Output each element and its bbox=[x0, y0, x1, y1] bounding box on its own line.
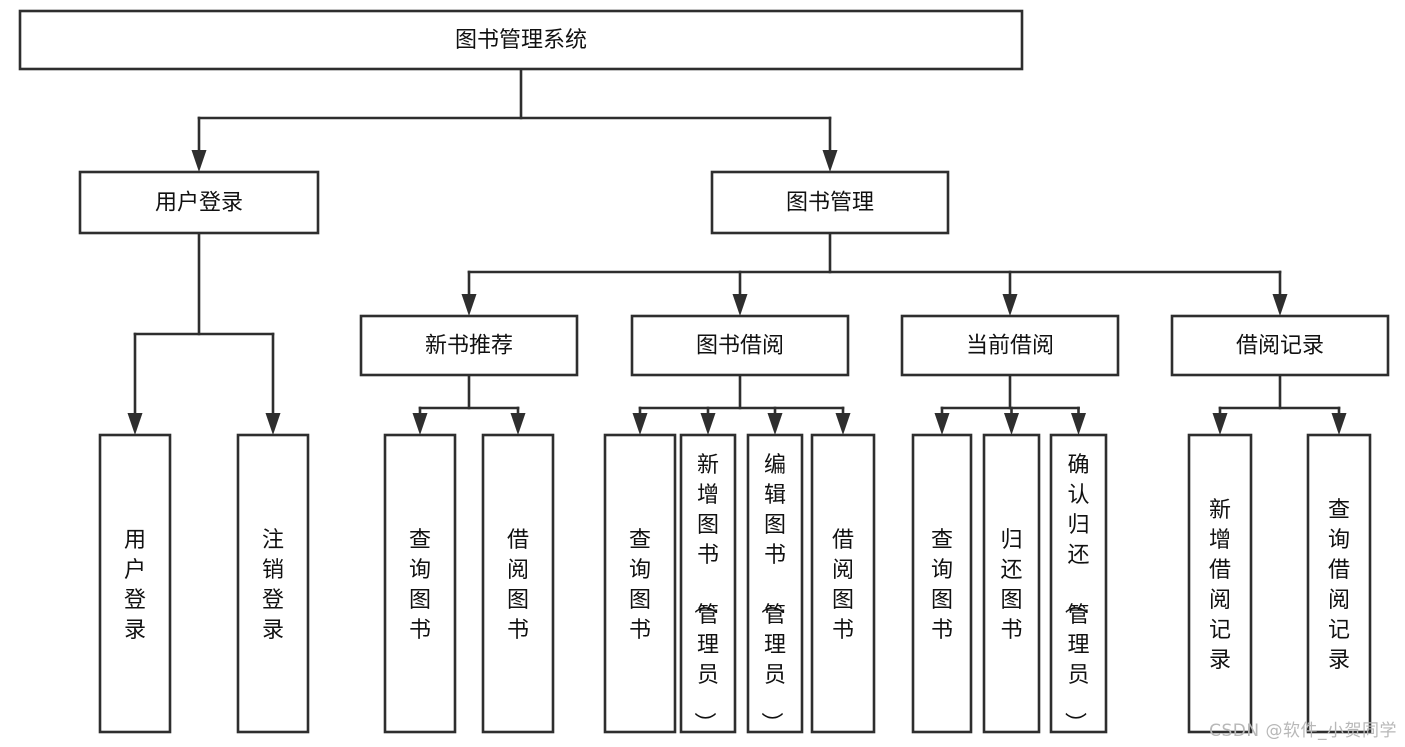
node-box-leaf-rec-add[interactable] bbox=[1187, 433, 1253, 734]
node-newbook[interactable]: 新书推荐 bbox=[359, 314, 579, 377]
node-leaf-new-query[interactable]: 查询图书 bbox=[383, 433, 457, 734]
node-box-login[interactable] bbox=[78, 170, 320, 235]
node-box-leaf-cur-query[interactable] bbox=[911, 433, 973, 734]
node-label-newbook: 新书推荐 bbox=[425, 334, 513, 359]
node-label-root: 图书管理系统 bbox=[455, 28, 587, 53]
connector-layer bbox=[127, 67, 1347, 435]
node-box-leaf-borrow-edit[interactable] bbox=[746, 433, 804, 734]
node-box-leaf-borrow-query[interactable] bbox=[603, 433, 677, 734]
node-login[interactable]: 用户登录 bbox=[78, 170, 320, 235]
node-leaf-user-login[interactable]: 用户登录 bbox=[98, 433, 172, 734]
node-leaf-new-borrow[interactable]: 借阅图书 bbox=[481, 433, 555, 734]
node-leaf-cur-return[interactable]: 归还图书 bbox=[982, 433, 1041, 734]
watermark-text: CSDN @软件_小贺同学 bbox=[1209, 721, 1397, 741]
node-leaf-rec-add[interactable]: 新增借阅记录 bbox=[1187, 433, 1253, 734]
node-leaf-cur-query[interactable]: 查询图书 bbox=[911, 433, 973, 734]
node-box-current[interactable] bbox=[900, 314, 1120, 377]
node-box-leaf-cur-return[interactable] bbox=[982, 433, 1041, 734]
node-label-leaf-user-login: 用户登录 bbox=[124, 528, 146, 643]
node-box-leaf-user-login[interactable] bbox=[98, 433, 172, 734]
node-label-leaf-new-query: 查询图书 bbox=[409, 528, 431, 643]
node-root[interactable]: 图书管理系统 bbox=[18, 9, 1024, 71]
node-box-leaf-borrow-lend[interactable] bbox=[810, 433, 876, 734]
node-leaf-borrow-edit[interactable]: 编辑图书（管理员） bbox=[746, 433, 804, 734]
node-box-leaf-new-query[interactable] bbox=[383, 433, 457, 734]
node-leaf-borrow-query[interactable]: 查询图书 bbox=[603, 433, 677, 734]
node-box-leaf-new-borrow[interactable] bbox=[481, 433, 555, 734]
node-current[interactable]: 当前借阅 bbox=[900, 314, 1120, 377]
node-leaf-borrow-add[interactable]: 新增图书（管理员） bbox=[679, 433, 737, 734]
connector-group-current bbox=[934, 373, 1086, 435]
node-box-newbook[interactable] bbox=[359, 314, 579, 377]
node-box-borrow[interactable] bbox=[630, 314, 850, 377]
connector-group-records bbox=[1212, 373, 1347, 435]
node-label-leaf-new-borrow: 借阅图书 bbox=[507, 528, 529, 643]
node-label-current: 当前借阅 bbox=[966, 334, 1054, 359]
connector-group-newbook bbox=[412, 373, 526, 435]
node-label-login: 用户登录 bbox=[155, 191, 243, 216]
node-leaf-rec-query[interactable]: 查询借阅记录 bbox=[1306, 433, 1372, 734]
node-box-root[interactable] bbox=[18, 9, 1024, 71]
node-leaf-cur-confirm[interactable]: 确认归还（管理员） bbox=[1049, 433, 1108, 734]
node-box-leaf-rec-query[interactable] bbox=[1306, 433, 1372, 734]
node-label-leaf-borrow-edit: 编辑图书（管理员） bbox=[758, 453, 786, 734]
node-box-bookmgmt[interactable] bbox=[710, 170, 950, 235]
node-label-leaf-cur-return: 归还图书 bbox=[1000, 528, 1022, 643]
node-leaf-borrow-lend[interactable]: 借阅图书 bbox=[810, 433, 876, 734]
node-box-leaf-user-logout[interactable] bbox=[236, 433, 310, 734]
node-label-leaf-cur-query: 查询图书 bbox=[931, 528, 953, 643]
node-label-leaf-borrow-lend: 借阅图书 bbox=[832, 528, 854, 643]
node-box-records[interactable] bbox=[1170, 314, 1390, 377]
node-box-leaf-borrow-add[interactable] bbox=[679, 433, 737, 734]
connector-group-login bbox=[127, 231, 281, 435]
node-label-leaf-borrow-add: 新增图书（管理员） bbox=[691, 453, 719, 734]
node-label-leaf-rec-add: 新增借阅记录 bbox=[1209, 498, 1231, 673]
node-records[interactable]: 借阅记录 bbox=[1170, 314, 1390, 377]
node-label-bookmgmt: 图书管理 bbox=[786, 191, 874, 216]
node-label-borrow: 图书借阅 bbox=[696, 334, 784, 359]
node-label-leaf-cur-confirm: 确认归还（管理员） bbox=[1061, 453, 1089, 734]
connector-group-root bbox=[191, 67, 838, 172]
node-box-leaf-cur-confirm[interactable] bbox=[1049, 433, 1108, 734]
node-layer: 图书管理系统用户登录图书管理新书推荐图书借阅当前借阅借阅记录用户登录注销登录查询… bbox=[18, 9, 1390, 734]
node-label-records: 借阅记录 bbox=[1236, 334, 1324, 359]
node-label-leaf-borrow-query: 查询图书 bbox=[629, 528, 651, 643]
node-label-leaf-user-logout: 注销登录 bbox=[262, 528, 284, 643]
connector-group-borrow bbox=[632, 373, 851, 435]
node-leaf-user-logout[interactable]: 注销登录 bbox=[236, 433, 310, 734]
node-bookmgmt[interactable]: 图书管理 bbox=[710, 170, 950, 235]
node-borrow[interactable]: 图书借阅 bbox=[630, 314, 850, 377]
connector-group-bookmgmt bbox=[461, 231, 1288, 316]
node-label-leaf-rec-query: 查询借阅记录 bbox=[1328, 498, 1350, 673]
